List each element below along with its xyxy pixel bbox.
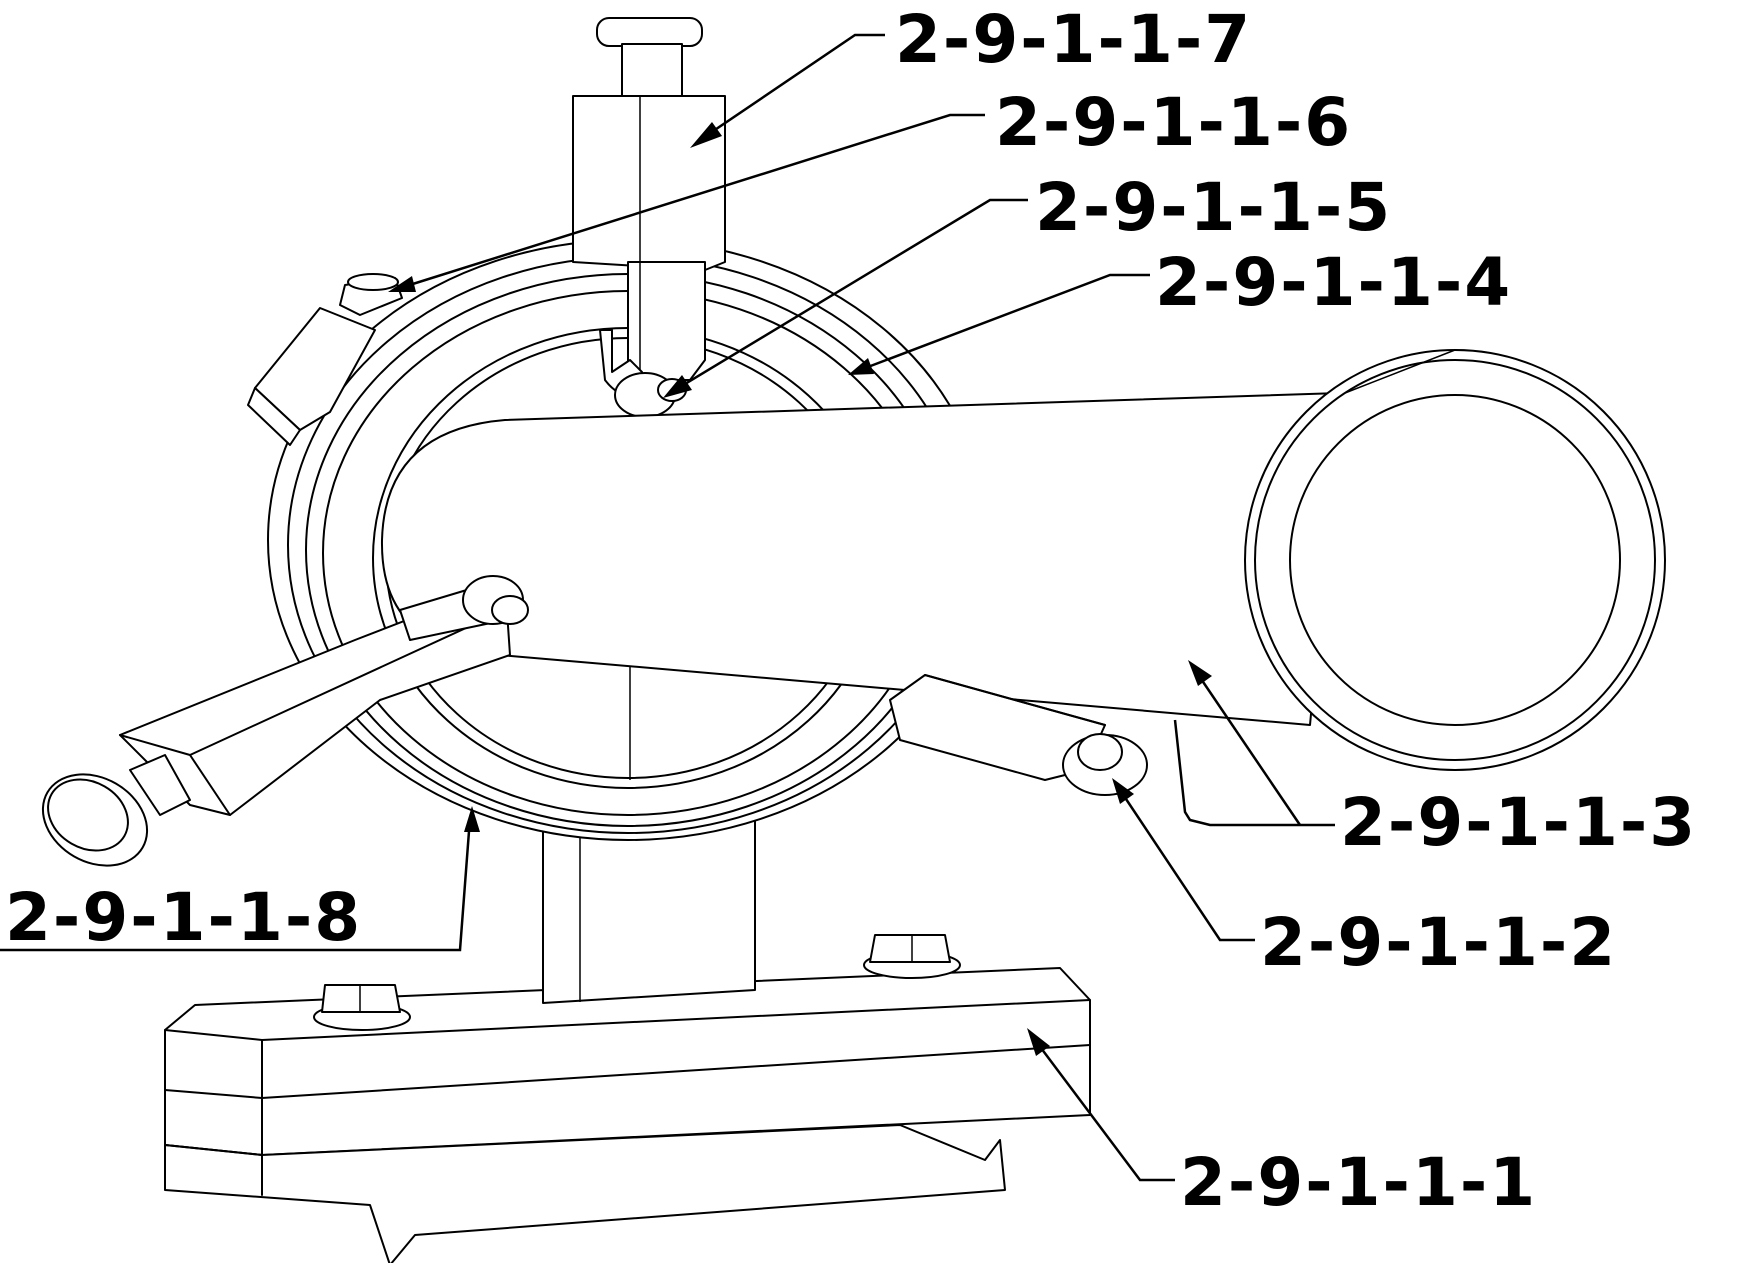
callout-2-9-1-1-6: 2-9-1-1-6	[995, 84, 1352, 161]
clamp-block	[247, 273, 403, 446]
bolt-right	[863, 934, 961, 979]
lower-right-plunger	[889, 674, 1148, 796]
callout-2-9-1-1-1: 2-9-1-1-1	[1180, 1144, 1537, 1221]
bolt-left	[313, 984, 411, 1031]
base-rail	[164, 934, 1091, 1263]
support-post	[542, 814, 756, 1004]
callout-2-9-1-1-3: 2-9-1-1-3	[1340, 784, 1697, 861]
swing-arm	[380, 349, 1666, 771]
callout-labels: 2-9-1-1-7 2-9-1-1-6 2-9-1-1-5 2-9-1-1-4 …	[5, 1, 1697, 1221]
callout-2-9-1-1-5: 2-9-1-1-5	[1035, 169, 1392, 246]
callout-2-9-1-1-4: 2-9-1-1-4	[1155, 244, 1512, 321]
leader-lines	[0, 33, 1335, 1182]
top-lock-screw	[572, 17, 726, 381]
callout-2-9-1-1-8: 2-9-1-1-8	[5, 879, 362, 956]
callout-2-9-1-1-7: 2-9-1-1-7	[895, 1, 1252, 78]
callout-2-9-1-1-2: 2-9-1-1-2	[1260, 904, 1617, 981]
lower-left-plunger	[41, 575, 529, 867]
